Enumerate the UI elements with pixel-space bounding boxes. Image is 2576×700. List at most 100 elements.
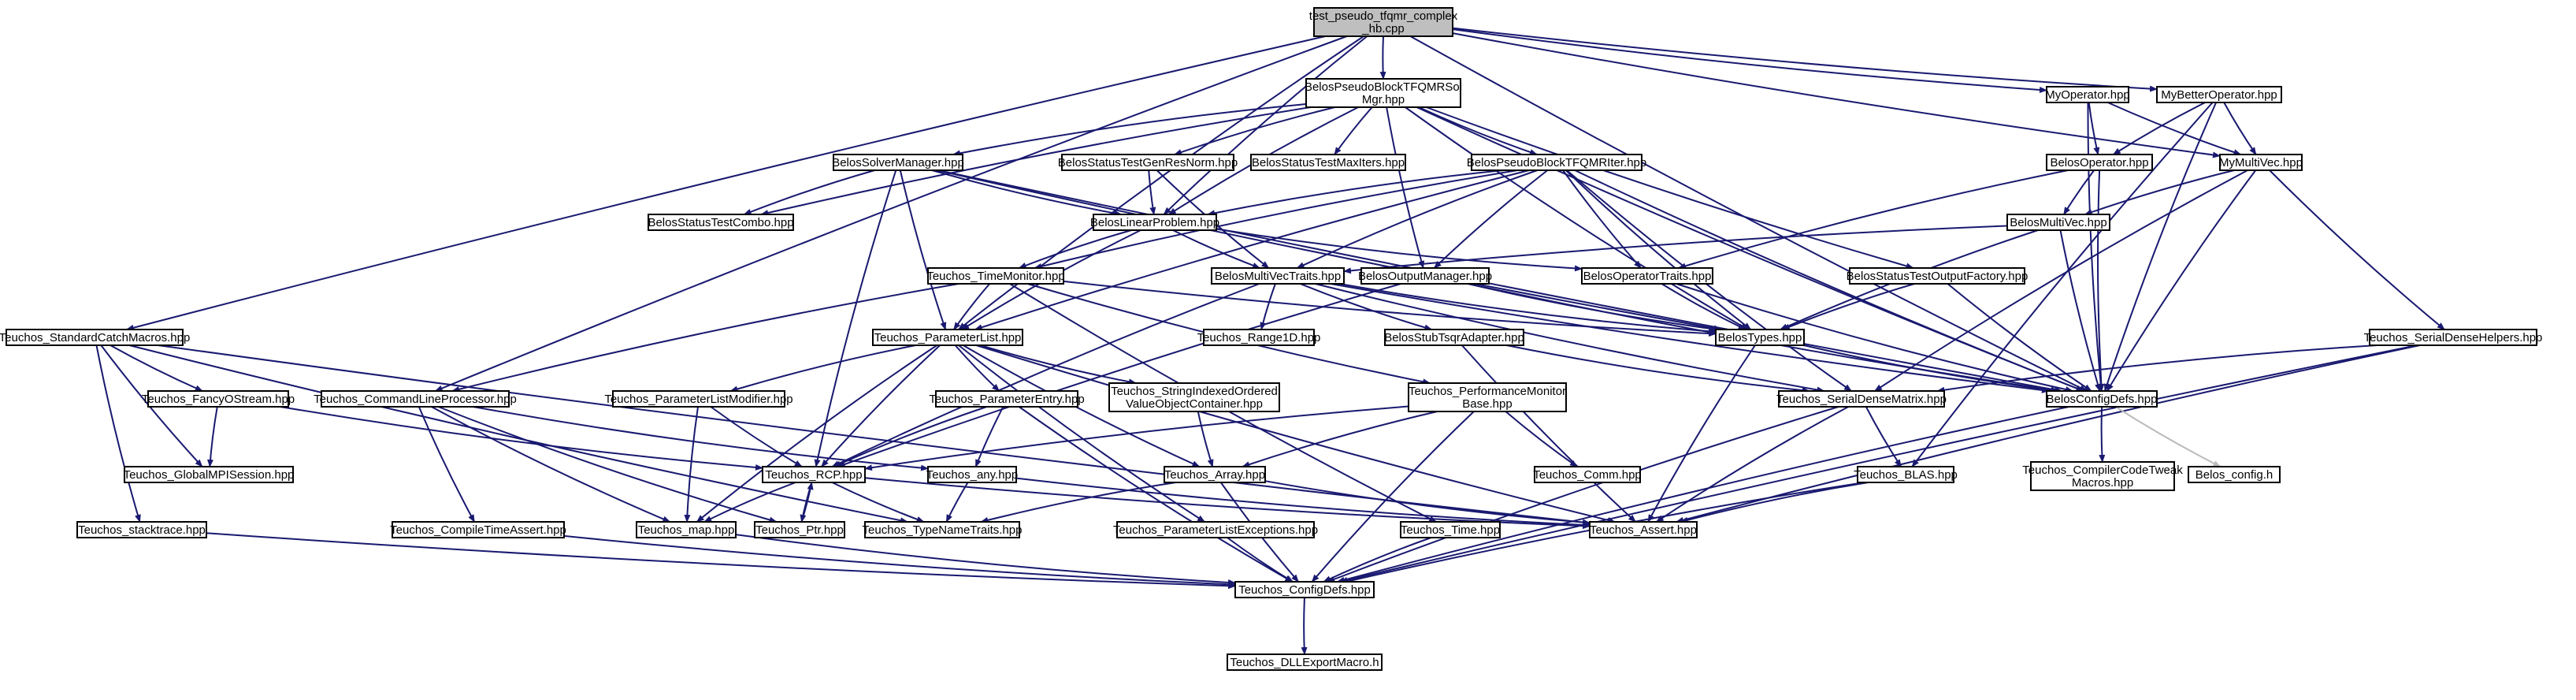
edge-serialdensematrix-to-configdefs [1327, 406, 1839, 583]
node-mybetteroperator[interactable]: MyBetterOperator.hpp [2156, 86, 2282, 103]
edge-belos_pbtfqmr_solmgr-to-statustestoutputfactory [1426, 106, 1914, 270]
edge-teuchostime-to-configdefs [1323, 537, 1432, 583]
node-compiletimeassert[interactable]: Teuchos_CompileTimeAssert.hpp [390, 521, 566, 538]
edge-paramlistexceptions-to-configdefs [1227, 537, 1294, 583]
edge-mymultivec-to-belosconfigdefs [2106, 169, 2257, 392]
node-label: Teuchos_BLAS.hpp [1854, 468, 1958, 482]
node-box [2188, 466, 2281, 483]
node-paramlistmodifier[interactable]: Teuchos_ParameterListModifier.hpp [604, 390, 793, 408]
node-paramlistexceptions[interactable]: Teuchos_ParameterListExceptions.hpp [1113, 521, 1318, 538]
node-rcp[interactable]: Teuchos_RCP.hpp [762, 466, 866, 483]
node-label: Teuchos_Array.hpp [1164, 468, 1265, 482]
node-solvermanager[interactable]: BelosSolverManager.hpp [832, 154, 964, 171]
node-label: Teuchos_PerformanceMonitor [1409, 385, 1566, 398]
node-stringindexed[interactable]: Teuchos_StringIndexedOrderedValueObjectC… [1108, 382, 1280, 412]
node-belosmultivec[interactable]: BelosMultiVec.hpp [2006, 214, 2110, 231]
node-linearproblem[interactable]: BelosLinearProblem.hpp [1090, 214, 1219, 231]
node-statustestgenresnorm[interactable]: BelosStatusTestGenResNorm.hpp [1058, 154, 1238, 171]
node-label: _hb.cpp [1361, 22, 1404, 35]
node-label: Teuchos_StringIndexedOrdered [1111, 385, 1278, 398]
node-teuchosassert[interactable]: Teuchos_Assert.hpp [1589, 521, 1698, 538]
node-belosoperator[interactable]: BelosOperator.hpp [2046, 154, 2153, 171]
node-typenametraits[interactable]: Teuchos_TypeNameTraits.hpp [863, 521, 1023, 538]
node-belosconfigdefs[interactable]: BelosConfigDefs.hpp [2046, 390, 2158, 408]
node-label: ValueObjectContainer.hpp [1126, 397, 1263, 411]
node-cmdlineprocessor[interactable]: Teuchos_CommandLineProcessor.hpp [314, 390, 517, 408]
node-label: BelosPseudoBlockTFQMRIter.hpp [1467, 156, 1646, 169]
node-label: Teuchos_StandardCatchMacros.hpp [0, 331, 190, 344]
node-label: BelosStubTsqrAdapter.hpp [1384, 331, 1524, 344]
node-any[interactable]: Teuchos_any.hpp [926, 466, 1018, 483]
node-label: BelosPseudoBlockTFQMRSol [1305, 80, 1462, 94]
node-mymultivec[interactable]: MyMultiVec.hpp [2219, 154, 2303, 171]
node-standardcatchmacros[interactable]: Teuchos_StandardCatchMacros.hpp [0, 329, 190, 346]
edge-belos_pbtfqmr_solmgr-to-statustestgenresnorm [1174, 106, 1336, 155]
edge-belos_pbtfqmr_solmgr-to-solvermanager [952, 103, 1307, 157]
node-label: BelosStatusTestCombo.hpp [648, 216, 793, 229]
node-statustestcombo[interactable]: BelosStatusTestCombo.hpp [648, 214, 794, 231]
node-fancyostream[interactable]: Teuchos_FancyOStream.hpp [142, 390, 295, 408]
node-box [1534, 466, 1641, 483]
node-box [1313, 7, 1453, 37]
edge-cmdlineprocessor-to-ptr [438, 406, 778, 523]
node-serialdensehelpers[interactable]: Teuchos_SerialDenseHelpers.hpp [2364, 329, 2543, 346]
edge-mymultivec-to-belosmultivec [2084, 169, 2235, 215]
node-belostypes[interactable]: BelosTypes.hpp [1715, 329, 1805, 346]
node-box [2030, 461, 2175, 491]
node-timemonitor[interactable]: Teuchos_TimeMonitor.hpp [926, 267, 1065, 285]
node-teuchostime[interactable]: Teuchos_Time.hpp [1400, 521, 1501, 538]
edge-belostypes-to-belosconfigdefs [1803, 344, 2059, 393]
edge-parameterlist-to-paramlistexceptions [958, 344, 1205, 523]
node-parameterentry[interactable]: Teuchos_ParameterEntry.hpp [929, 390, 1085, 408]
edge-rcp-to-typenametraits [831, 482, 925, 523]
edge-belosmultivec-to-multivectraits [1343, 225, 2008, 274]
node-blas[interactable]: Teuchos_BLAS.hpp [1854, 466, 1958, 483]
edge-perfmonitorbase-to-rcp [864, 405, 1409, 471]
node-box [1778, 390, 1945, 408]
node-box [2369, 329, 2537, 346]
node-stubtsqradapter[interactable]: BelosStubTsqrAdapter.hpp [1384, 329, 1524, 346]
edge-solvermanager-to-linearproblem [931, 169, 1123, 217]
node-parameterlist[interactable]: Teuchos_ParameterList.hpp [872, 329, 1023, 346]
node-comm[interactable]: Teuchos_Comm.hpp [1533, 466, 1642, 483]
node-dllexportmacro[interactable]: Teuchos_DLLExportMacro.h [1227, 653, 1383, 671]
edge-parameterentry-to-any [974, 406, 1004, 467]
node-label: BelosStatusTestGenResNorm.hpp [1058, 156, 1238, 169]
node-box [1408, 382, 1567, 412]
edge-operatortraits-to-belostypes [1661, 283, 1746, 330]
node-box [1400, 521, 1501, 538]
edge-teuchosmap-to-configdefs [735, 534, 1236, 586]
node-serialdensematrix[interactable]: Teuchos_SerialDenseMatrix.hpp [1776, 390, 1947, 408]
node-box [935, 390, 1078, 408]
edge-multivectraits-to-belostypes [1339, 283, 1717, 335]
node-ptr[interactable]: Teuchos_Ptr.hpp [754, 521, 845, 538]
node-operatortraits[interactable]: BelosOperatorTraits.hpp [1581, 267, 1713, 285]
node-teuchosmap[interactable]: Teuchos_map.hpp [636, 521, 737, 538]
node-belosconfig_h[interactable]: Belos_config.h [2188, 466, 2281, 483]
node-range1d[interactable]: Teuchos_Range1D.hpp [1197, 329, 1321, 346]
node-stacktrace[interactable]: Teuchos_stacktrace.hpp [76, 521, 207, 538]
node-label: BelosMultiVecTraits.hpp [1215, 270, 1341, 283]
node-array[interactable]: Teuchos_Array.hpp [1164, 466, 1266, 483]
node-statustestoutputfactory[interactable]: BelosStatusTestOutputFactory.hpp [1847, 267, 2029, 285]
node-outputmanager[interactable]: BelosOutputManager.hpp [1358, 267, 1492, 285]
node-label: BelosOperatorTraits.hpp [1583, 270, 1712, 283]
node-label: Teuchos_Time.hpp [1401, 523, 1500, 537]
node-box [321, 390, 510, 408]
node-myoperator[interactable]: MyOperator.hpp [2045, 86, 2130, 103]
edge-array-to-teuchosassert [1264, 480, 1591, 526]
node-globalmpisession[interactable]: Teuchos_GlobalMPISession.hpp [124, 466, 295, 483]
node-multivectraits[interactable]: BelosMultiVecTraits.hpp [1211, 267, 1345, 285]
edge-stacktrace-to-configdefs [206, 532, 1236, 590]
edge-statustestoutputfactory-to-belosconfigdefs [1947, 283, 2092, 392]
node-root[interactable]: test_pseudo_tfqmr_complex_hb.cpp [1309, 7, 1458, 37]
node-statustestmaxiters[interactable]: BelosStatusTestMaxIters.hpp [1250, 154, 1406, 171]
edge-outputmanager-to-rcp [837, 283, 1401, 467]
edge-cmdlineprocessor-to-teuchosmap [431, 406, 671, 523]
edge-belos_pbtfqmr_solmgr-to-outputmanager [1386, 106, 1425, 269]
node-pbtfqmriter[interactable]: BelosPseudoBlockTFQMRIter.hpp [1467, 154, 1646, 171]
node-configdefs[interactable]: Teuchos_ConfigDefs.hpp [1234, 581, 1375, 598]
